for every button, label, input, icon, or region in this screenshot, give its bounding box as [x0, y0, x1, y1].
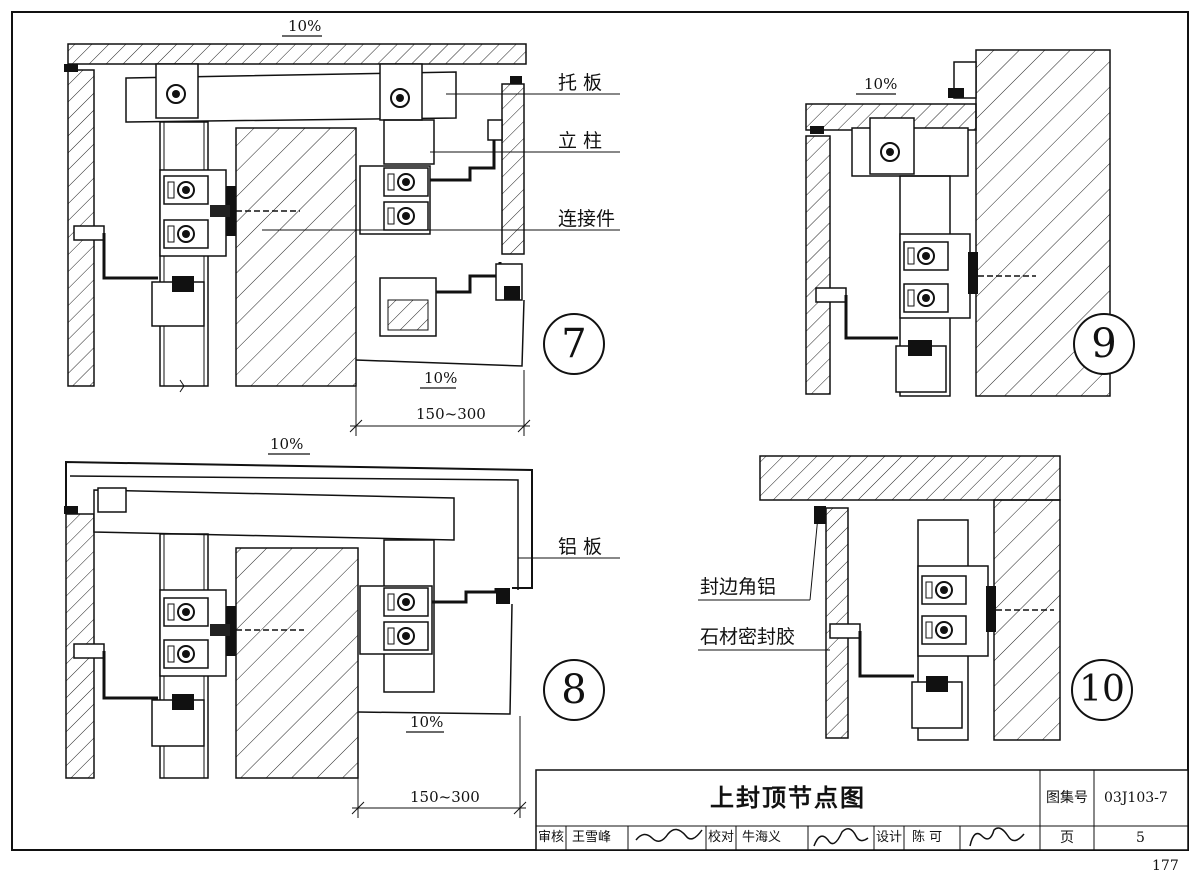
- design-label: 设计: [876, 830, 903, 845]
- title-block-frame: [535, 769, 1189, 851]
- review-label: 审核: [538, 830, 565, 845]
- detail-7-drawing: [64, 35, 620, 436]
- detail-number-10: 10: [1079, 669, 1125, 710]
- slope-d7-bottom: 10%: [424, 369, 458, 387]
- dim-d8-width: 150~300: [410, 788, 480, 806]
- slope-d9-top: 10%: [864, 75, 898, 93]
- dim-d7-width: 150~300: [416, 405, 486, 423]
- slope-d7-top: 10%: [288, 17, 322, 35]
- check-label: 校对: [708, 830, 735, 845]
- detail-8-drawing: [64, 453, 620, 818]
- drawing-title: 上封顶节点图: [710, 784, 866, 812]
- designer-name: 陈 可: [912, 830, 943, 845]
- slope-d8-top: 10%: [270, 435, 304, 453]
- label-tuoban: 托 板: [558, 72, 603, 94]
- label-fengbianjiaolv: 封边角铝: [700, 576, 777, 598]
- checker-name: 牛海义: [742, 830, 782, 845]
- detail-number-9: 9: [1091, 321, 1117, 367]
- label-lianjiejian: 连接件: [558, 208, 616, 230]
- reviewer-name: 王雪峰: [572, 830, 612, 845]
- atlas-label: 图集号: [1046, 790, 1088, 806]
- detail-10-drawing: [698, 455, 1133, 741]
- detail-number-7: 7: [561, 321, 587, 367]
- label-lizhu: 立 柱: [558, 130, 603, 152]
- page-label: 页: [1060, 830, 1074, 846]
- label-lvban: 铝 板: [558, 536, 603, 558]
- label-shicaimifengjiao: 石材密封胶: [700, 626, 796, 648]
- page-number: 5: [1136, 830, 1145, 846]
- sheet-page-number: 177: [1152, 858, 1179, 874]
- detail-number-8: 8: [561, 667, 587, 713]
- atlas-number: 03J103-7: [1104, 790, 1168, 806]
- detail-9-drawing: [805, 49, 1135, 397]
- slope-d8-bottom: 10%: [410, 713, 444, 731]
